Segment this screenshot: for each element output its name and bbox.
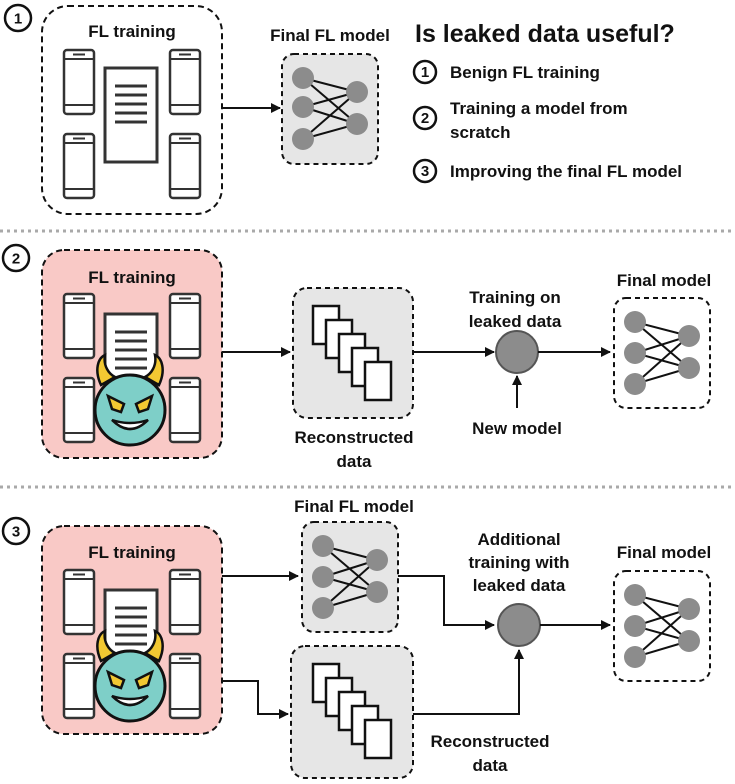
neural-network-icon [281,53,379,165]
final-fl-model-label: Final FL model [294,497,414,516]
fl-training-label: FL training [88,22,176,41]
phone-icon [62,652,96,720]
additional-training-label: Additional [477,530,560,549]
fl-training-label: FL training [88,543,176,562]
phone-icon [168,48,202,116]
panel-2: 2 FL training [1,243,711,471]
neural-network-icon [613,570,711,682]
final-fl-model-label: Final FL model [270,26,390,45]
panel-number-badge: 1 [3,3,33,33]
server-icon [103,66,159,164]
fl-devices-3 [62,568,202,723]
item-number: 2 [421,110,429,127]
fl-devices-1 [62,48,202,200]
training-on-leaked-data-label: leaked data [469,312,562,331]
item-text: Benign FL training [450,63,600,82]
new-model-label: New model [472,419,562,438]
phone-icon [62,376,96,444]
arrow-fl-model-to-training [398,575,495,630]
phone-icon [62,292,96,360]
phone-icon [168,132,202,200]
reconstructed-data-label: data [473,756,509,775]
data-stack-icon [290,645,414,779]
final-model-label: Final model [617,271,711,290]
neural-network-icon [301,521,399,633]
panel-number-badge: 3 [1,516,31,546]
data-stack-icon [292,287,414,419]
phone-icon [168,376,202,444]
phone-icon [168,568,202,636]
fl-devices-2 [62,292,202,447]
item-text: Improving the final FL model [450,162,682,181]
reconstructed-data-label: Reconstructed [294,428,413,447]
question-title: Is leaked data useful? [415,20,675,48]
fl-training-label: FL training [88,268,176,287]
training-on-leaked-data-label: Training on [469,288,561,307]
phone-icon [62,48,96,116]
item-number: 1 [421,64,429,81]
final-model-label: Final model [617,543,711,562]
item-number: 3 [421,163,429,180]
question-item-1: 1 Benign FL training [412,59,600,85]
panel-3: 3 FL training Final FL model [1,497,711,779]
reconstructed-data-label: data [337,452,373,471]
phone-icon [62,568,96,636]
arrow-data-to-training [413,649,524,715]
panel-number-badge: 2 [1,243,31,273]
reconstructed-data-label: Reconstructed [430,732,549,751]
training-node-icon [497,603,541,647]
devil-icon [93,352,167,447]
panel-number: 2 [12,251,20,268]
additional-training-label: training with [468,553,569,572]
question-header: Is leaked data useful? 1 Benign FL train… [412,20,682,184]
question-item-3: 3 Improving the final FL model [412,158,682,184]
training-node-icon [495,330,539,374]
panel-number: 1 [14,11,22,28]
panel-1: 1 FL training Final FL model [3,3,390,215]
devil-icon [93,628,167,723]
item-text: Training a model from [450,99,628,118]
additional-training-label: leaked data [473,576,566,595]
neural-network-icon [613,297,711,409]
item-text: scratch [450,123,510,142]
phone-icon [168,652,202,720]
panel-number: 3 [12,524,20,541]
phone-icon [168,292,202,360]
question-item-2: 2 Training a model from scratch [412,99,628,142]
arrow-to-reconstructed-data [222,680,289,719]
phone-icon [62,132,96,200]
